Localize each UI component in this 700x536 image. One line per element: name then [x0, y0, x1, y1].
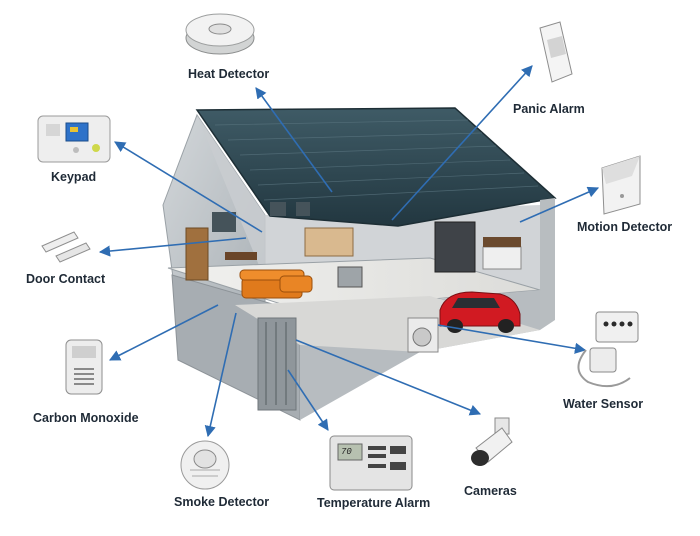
- label-keypad: Keypad: [51, 170, 97, 184]
- label-panic-alarm: Panic Alarm: [513, 102, 585, 116]
- water-sensor-icon: [577, 311, 639, 388]
- arrow-door-contact: [98, 237, 247, 257]
- door-contact-icon: [41, 231, 91, 263]
- temperature-alarm-icon: [329, 435, 413, 491]
- heat-detector-icon: [185, 13, 255, 55]
- arrow-cameras: [295, 339, 482, 416]
- arrow-motion-detector: [519, 186, 600, 223]
- house-right-wall: [540, 198, 555, 330]
- arrow-keypad: [114, 141, 263, 233]
- arrow-water-sensor: [437, 324, 587, 354]
- label-door-contact: Door Contact: [26, 272, 106, 286]
- camera-icon: [471, 417, 513, 466]
- keypad-icon: [37, 115, 111, 163]
- dining-table: [225, 252, 257, 260]
- window-3: [212, 212, 236, 232]
- arrow-temperature-alarm: [287, 369, 329, 431]
- temperature-display-readout: 70: [341, 447, 352, 457]
- arrow-heat-detector: [255, 87, 333, 193]
- arrow-smoke-detector: [204, 312, 237, 438]
- sofa: [239, 269, 313, 299]
- motion-detector-icon: [601, 155, 641, 215]
- label-smoke-detector: Smoke Detector: [174, 495, 270, 509]
- connector-arrows: [98, 65, 600, 438]
- upstairs-bed: [482, 246, 522, 270]
- window-1: [270, 202, 286, 216]
- label-temperature-alarm: Temperature Alarm: [317, 496, 431, 510]
- carbon-monoxide-icon: [65, 339, 103, 395]
- red-car: [439, 291, 521, 333]
- washing-machine: [407, 317, 439, 353]
- label-water-sensor: Water Sensor: [563, 397, 644, 411]
- arrow-carbon-monoxide: [109, 304, 219, 361]
- label-heat-detector: Heat Detector: [188, 67, 270, 81]
- window-2: [296, 202, 310, 216]
- roof-shingles: [214, 119, 539, 201]
- label-motion-detector: Motion Detector: [577, 220, 673, 234]
- house-roof: [195, 107, 557, 227]
- tv: [337, 266, 363, 288]
- upstairs-kitchen: [304, 227, 354, 257]
- panic-alarm-icon: [539, 21, 573, 83]
- upstairs-fridge: [434, 221, 476, 273]
- upstairs-bed-headboard: [483, 237, 521, 247]
- arrow-panic-alarm: [391, 65, 533, 221]
- utility-shaft: [257, 317, 297, 411]
- label-cameras: Cameras: [464, 484, 517, 498]
- smoke-detector-icon: [180, 440, 230, 490]
- bookshelf: [185, 227, 209, 281]
- label-carbon-monoxide: Carbon Monoxide: [33, 411, 139, 425]
